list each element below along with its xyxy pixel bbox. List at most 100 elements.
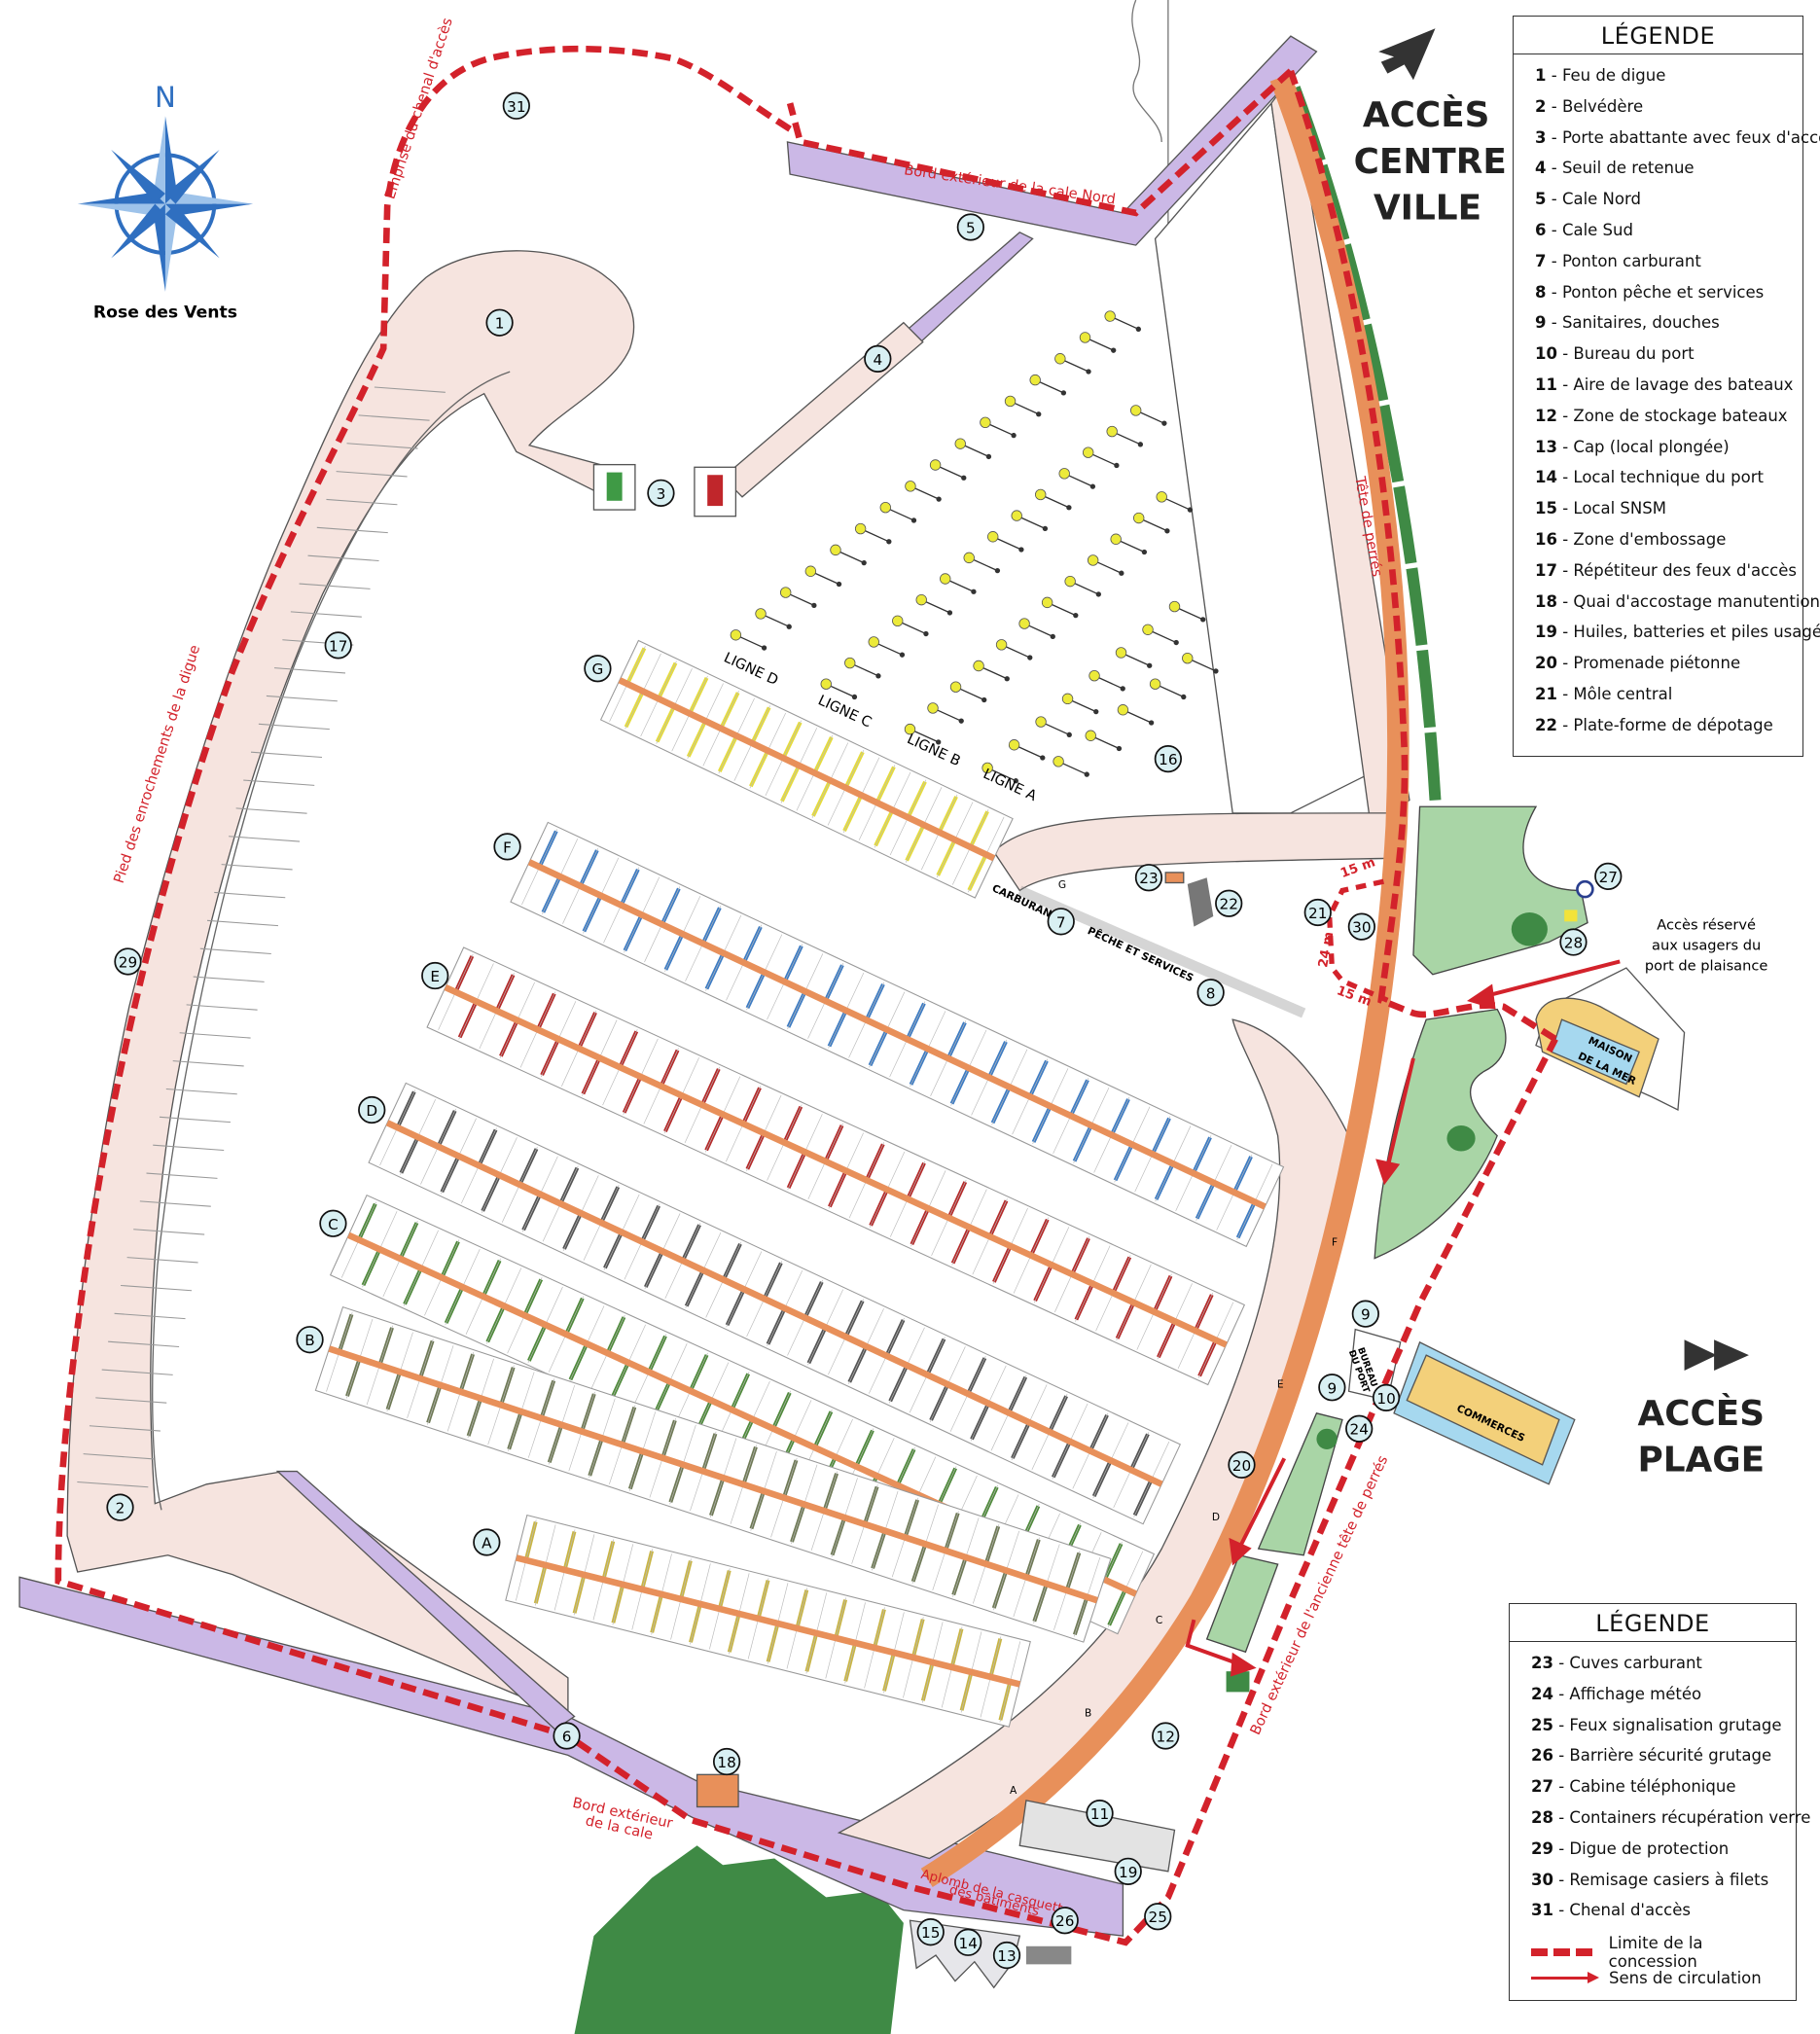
tree [1316,1428,1338,1449]
mooring-buoy [1085,730,1096,741]
marker-30: 30 [1347,912,1376,941]
marker-number: 14 [959,1935,978,1952]
marker-number: 27 [1599,869,1618,886]
mooring-anchor [851,694,858,700]
marker-19: 19 [1114,1857,1142,1885]
legend-item: 22 - Plate-forme de dépotage [1535,715,1773,734]
legend-item-label: Feu de digue [1561,66,1666,85]
aire-de-lavage [1018,1800,1176,1873]
mooring-anchor [886,539,892,545]
mooring-buoy [1061,693,1074,705]
mooring-buoy [879,501,891,514]
legend-item-number: 4 [1535,159,1547,178]
pontoon-marker-F: F [493,833,521,861]
legend-item-number: 1 [1535,66,1547,85]
mooring-buoy [868,636,879,648]
pontoon-end-letter: F [1332,1235,1338,1248]
marker-17: 17 [324,631,352,660]
mooring-anchor [1135,326,1141,332]
marker-number: 19 [1119,1864,1137,1881]
park-north [1412,805,1588,976]
legend-item: 18 - Quai d'accostage manutentions [1535,587,1820,618]
pontoon-B [328,1345,1098,1604]
cuves-carburant [1164,872,1185,884]
legend-item-number: 27 [1531,1777,1553,1797]
mooring-anchor [1004,676,1010,682]
marker-20: 20 [1228,1450,1256,1480]
cale-sud [18,1576,1124,1937]
cale-sud-arm [275,1470,576,1731]
glass-container [1564,910,1578,922]
legend-item-label: Containers récupération verre [1569,1807,1811,1827]
marker-4: 4 [864,344,892,373]
marker-2: 2 [106,1493,134,1521]
marker-21: 21 [1303,898,1332,927]
mooring-anchor [1066,505,1072,511]
legend-item: 2 - Belvédère [1535,96,1644,116]
marker-number: 3 [657,485,666,503]
legend-item: 19 - Huiles, batteries et piles usagées [1535,617,1820,648]
mooring-anchor [761,645,767,651]
pontoon-end-letter: B [1085,1707,1091,1720]
reserved-access-1: Accès réservé [1657,916,1756,933]
mooring-anchor [1027,655,1033,660]
mooring-anchor [1036,411,1042,417]
mooring-anchor [1141,549,1148,555]
marker-number: 13 [997,1947,1016,1965]
mooring-anchor [1089,483,1096,489]
compass-rose-icon [77,116,254,292]
circulation-arrows [1185,959,1621,1677]
mooring-buoy [1110,533,1122,545]
marker-number: 23 [1139,870,1158,887]
mooring-buoy [1132,512,1145,524]
pontoon-end-letter: C [1156,1614,1162,1626]
pontoon-letter: C [328,1216,339,1233]
legend-item-label: Cuves carburant [1569,1654,1702,1672]
legend-item-label: Porte abattante avec feux d'accès [1561,127,1820,147]
legend-item-label: Zone d'embossage [1573,529,1727,549]
chenal-label: Emprise du chenal d'accès [381,16,455,201]
marker-28: 28 [1559,928,1588,956]
marker-number: 10 [1376,1390,1395,1408]
mooring-buoy [1088,669,1100,682]
legend-item: 9 - Sanitaires, douches [1535,313,1720,333]
mooring-anchor [985,453,992,460]
marker-number: 30 [1352,919,1371,937]
legend-item-number: 29 [1531,1838,1553,1858]
pontoon-marker-A: A [473,1528,501,1556]
legend-item-number: 7 [1535,251,1547,270]
pontoon-letter: B [304,1332,314,1349]
legend-item-label: Seuil de retenue [1561,159,1695,178]
marker-number: 5 [966,219,976,236]
marker-number: 26 [1055,1912,1074,1930]
park-south-1 [1257,1412,1343,1556]
pontoon-marker-B: B [296,1326,324,1354]
legend-item-label: Aire de lavage des bateaux [1573,375,1794,394]
legend-item-label: Remisage casiers à filets [1569,1870,1769,1889]
quay-north [1154,101,1370,814]
marker-8: 8 [1196,979,1225,1007]
marker-number: 1 [495,315,505,333]
legend-item-label: Sanitaires, douches [1561,313,1720,333]
mooring-buoy [915,593,927,606]
mooring-anchor [1181,694,1187,700]
marker-number: 31 [507,98,525,116]
mooring-anchor [1148,720,1155,726]
pontoon-letter: A [482,1534,492,1552]
legend-item-label: Local technique du port [1573,468,1764,487]
mooring-buoy [755,608,767,620]
ligne-c-label: LIGNE C [815,692,874,731]
numbered-markers: 1234567899101112131415161718192021222324… [106,91,1623,1970]
legend-item-label: Cale Sud [1561,220,1633,239]
mooring-buoy [1149,678,1161,690]
legend-item: 21 - Môle central [1535,684,1673,703]
marker-number: 8 [1206,984,1216,1002]
shrub [1226,1671,1250,1693]
legend-item: 8 - Ponton pêche et services [1535,282,1765,302]
forest-area [574,1845,904,2034]
mooring-anchor [1111,347,1117,353]
mooring-buoy [981,762,993,774]
marker-27: 27 [1594,862,1623,891]
legend-item-number: 31 [1531,1901,1553,1920]
legend-item-label: Digue de protection [1569,1838,1730,1858]
